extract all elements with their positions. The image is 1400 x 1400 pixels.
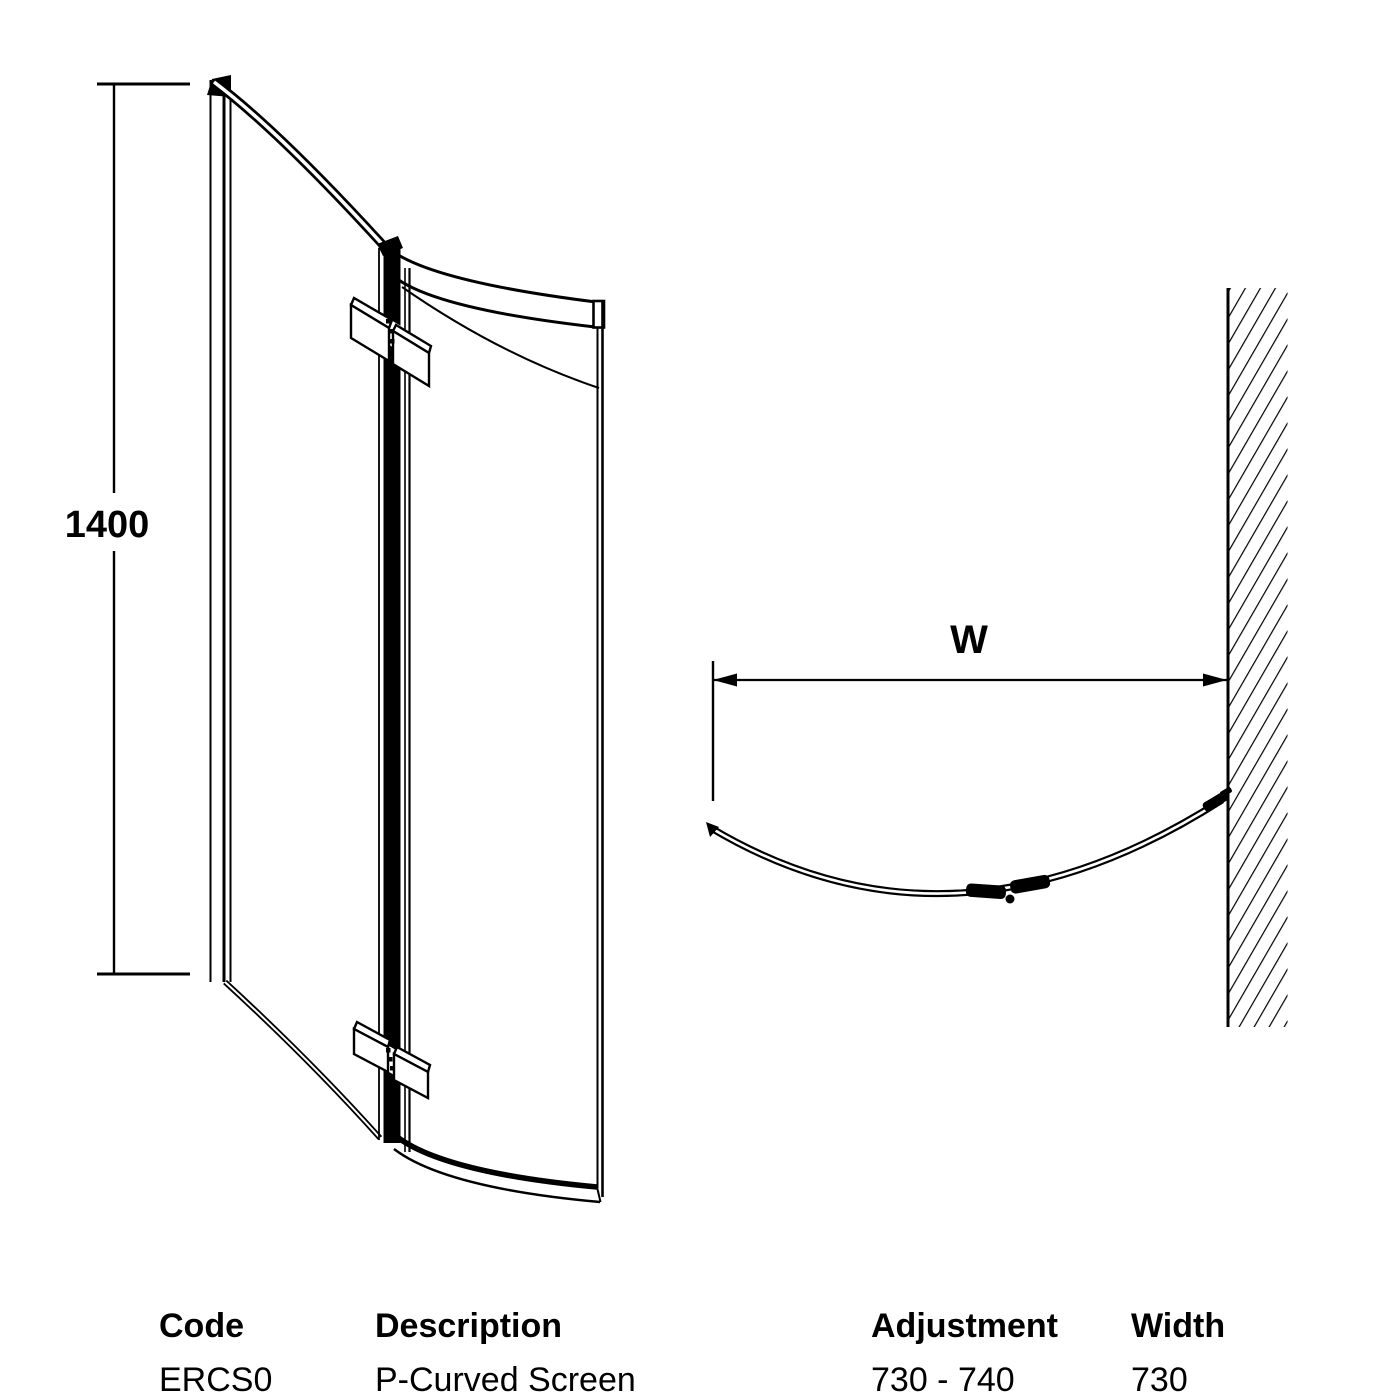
width-dimension-label: W	[950, 618, 988, 662]
spec-value-adjustment: 730 - 740	[871, 1361, 1015, 1399]
spec-value-code: ERCS0	[159, 1361, 273, 1399]
spec-header-adjustment: Adjustment	[871, 1307, 1058, 1345]
hinge-lower	[352, 1020, 432, 1100]
plan-hinge	[965, 874, 1051, 904]
plan-wall-bracket	[1202, 787, 1232, 812]
wall-section	[1226, 288, 1288, 1027]
hinge-screws-upper	[386, 319, 395, 344]
spec-col-code: Code ERCS0	[159, 1306, 272, 1400]
spec-col-description: Description P-Curved Screen	[375, 1306, 636, 1400]
spec-header-description: Description	[375, 1307, 563, 1345]
fixed-panel	[211, 78, 387, 1140]
hinge-upper	[349, 296, 433, 389]
height-dimension: 1400	[65, 82, 190, 976]
hinge-screws-lower	[386, 1048, 395, 1071]
spec-value-width: 730	[1131, 1361, 1188, 1399]
side-view: 1400	[65, 75, 606, 1204]
spec-col-width: Width 730	[1131, 1306, 1225, 1400]
spec-value-description: P-Curved Screen	[375, 1361, 636, 1399]
plan-screen-curve	[706, 797, 1224, 898]
spec-col-adjustment: Adjustment 730 - 740	[871, 1306, 1058, 1400]
plan-view: W	[706, 288, 1288, 1027]
door-panel	[383, 243, 606, 1204]
width-dimension: W	[711, 618, 1227, 801]
spec-header-code: Code	[159, 1307, 244, 1345]
height-dimension-label: 1400	[65, 504, 150, 546]
spec-header-width: Width	[1131, 1307, 1226, 1345]
hinge-post	[377, 236, 403, 1143]
plan-screen-end-cap	[706, 822, 719, 837]
